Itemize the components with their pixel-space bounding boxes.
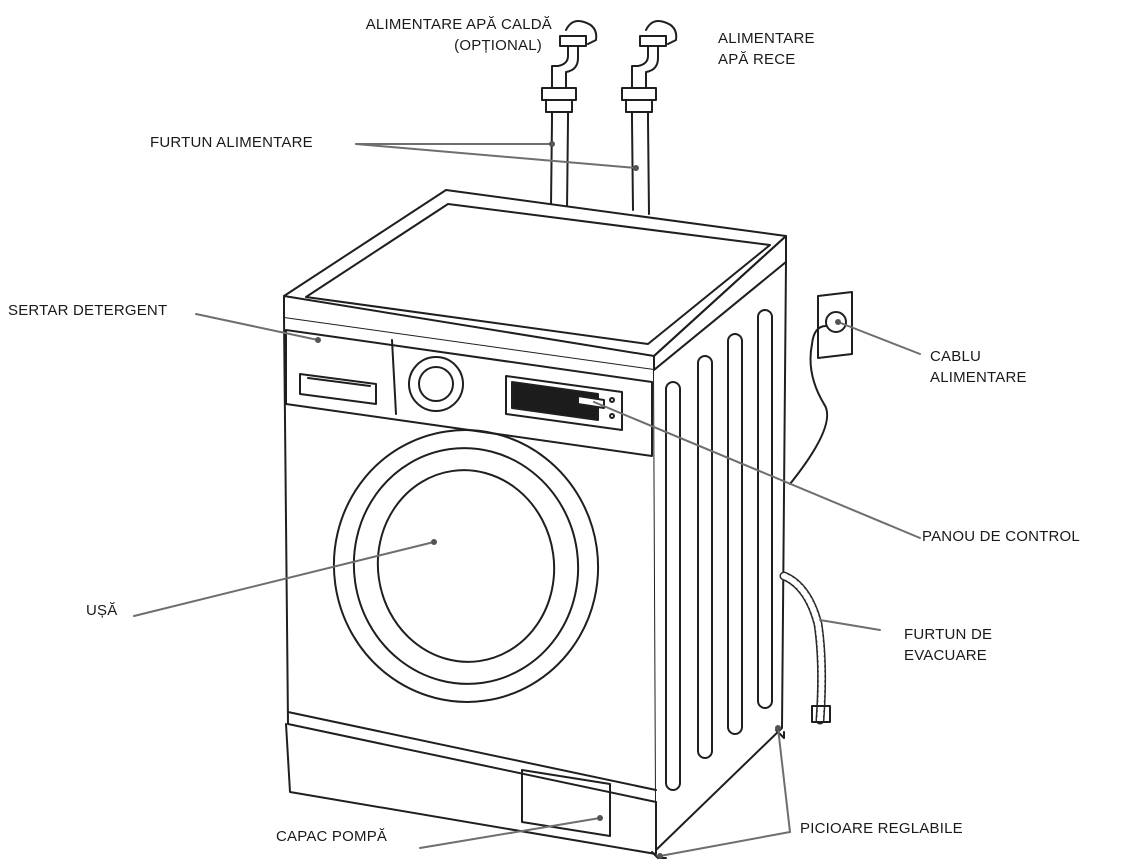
- cold-water-label-line2: APĂ RECE: [718, 51, 796, 68]
- leader-dot: [549, 141, 555, 147]
- inlet-hoses: [550, 119, 650, 215]
- adjustable-feet-label: PICIOARE REGLABILE: [800, 820, 963, 837]
- drain-hose-label-line1: FURTUN DE: [904, 626, 993, 643]
- pump-cover-icon: [521, 769, 611, 837]
- cold-water-label: ALIMENTARE APĂ RECE: [718, 28, 815, 70]
- power-cable-label: CABLU ALIMENTARE: [930, 346, 1027, 388]
- power-socket-icon: [789, 291, 853, 485]
- drain-hose-label: FURTUN DE EVACUARE: [904, 624, 992, 666]
- side-ribs: [665, 309, 773, 791]
- display-panel-icon: [505, 375, 623, 431]
- hot-water-label-line1: ALIMENTARE APĂ CALDĂ: [365, 16, 552, 33]
- machine-body: [283, 189, 787, 855]
- leader-feet-lower: [659, 831, 791, 857]
- hot-water-tap-icon: [541, 20, 598, 121]
- leader-supply-hose-right: [355, 143, 637, 169]
- leader-feet-upper: [777, 727, 791, 833]
- leader-dot: [657, 853, 663, 859]
- leader-dot: [835, 319, 841, 325]
- door-icon: [332, 429, 600, 703]
- leader-dot: [775, 725, 781, 731]
- hot-water-label: ALIMENTARE APĂ CALDĂ (OPȚIONAL): [316, 14, 552, 56]
- cold-water-label-line1: ALIMENTARE: [718, 30, 815, 47]
- leader-dot: [315, 337, 321, 343]
- detergent-drawer-label: SERTAR DETERGENT: [8, 302, 168, 319]
- drain-hose-icon: [779, 571, 831, 725]
- leader-pump-cover: [419, 817, 601, 849]
- program-knob-icon: [408, 356, 464, 412]
- power-cable-label-line1: CABLU: [930, 348, 982, 365]
- cold-water-tap-icon: [621, 20, 678, 121]
- pump-cover-label: CAPAC POMPĂ: [276, 828, 388, 845]
- leader-dot: [597, 815, 603, 821]
- leader-door: [133, 541, 435, 617]
- leader-detergent: [195, 313, 319, 341]
- detergent-drawer-icon: [299, 373, 377, 405]
- control-panel-label: PANOU DE CONTROL: [922, 528, 1080, 545]
- supply-hose-label: FURTUN ALIMENTARE: [150, 134, 313, 151]
- leader-control-panel: [593, 401, 921, 539]
- leader-drain-hose: [819, 619, 881, 631]
- leader-power-cable: [837, 321, 921, 355]
- leader-dot: [633, 165, 639, 171]
- leader-dot: [431, 539, 437, 545]
- door-label: UȘĂ: [86, 602, 118, 619]
- drain-hose-label-line2: EVACUARE: [904, 647, 988, 664]
- hot-water-label-line2: (OPȚIONAL): [454, 37, 542, 54]
- power-cable-label-line2: ALIMENTARE: [930, 369, 1027, 386]
